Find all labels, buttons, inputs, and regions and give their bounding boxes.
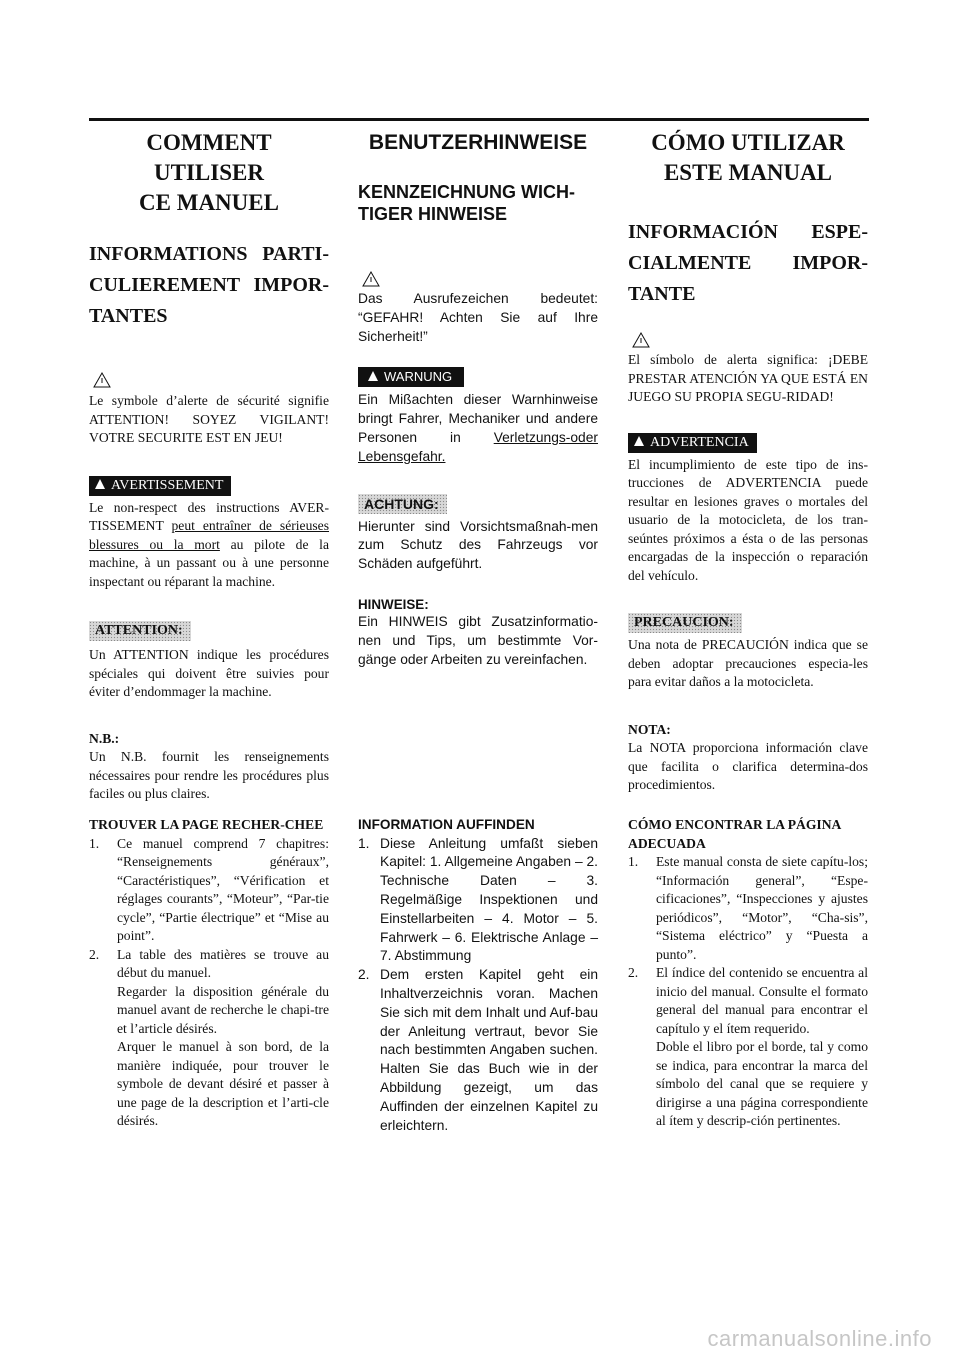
note-label-es: NOTA: bbox=[628, 721, 671, 737]
note-text-fr: Un N.B. fournit les renseignements néces… bbox=[89, 749, 329, 801]
caution-text-de: Hierunter sind Vorsichtsmaßnah-men zum S… bbox=[358, 518, 598, 572]
page-title-de: BENUTZERHINWEISE bbox=[368, 131, 588, 154]
find-list-fr: 1.Ce manuel comprend 7 chapitres: “Rense… bbox=[89, 835, 329, 1131]
list-item: 2.El índice del contenido se encuentra a… bbox=[628, 965, 868, 1128]
warning-badge-fr: AVERTISSEMENT bbox=[89, 475, 232, 496]
caution-badge-es: PRECAUCION: bbox=[628, 613, 742, 633]
warning-mark-icon bbox=[95, 478, 105, 489]
note-label-fr: N.B.: bbox=[89, 730, 120, 746]
find-section-de: INFORMATION AUFFINDEN 1.Diese Anleitung … bbox=[358, 816, 598, 1135]
caution-text-fr: Un ATTENTION indique les procédures spéc… bbox=[89, 647, 329, 699]
section-heading-es: INFORMACIÓN ESPE- CIALMENTE IMPOR- TANTE bbox=[628, 221, 868, 305]
find-heading-es: CÓMO ENCONTRAR LA PÁGINA ADECUADA bbox=[628, 817, 841, 851]
list-item: 1.Este manual consta de siete capítu-los… bbox=[628, 854, 868, 962]
list-item: 2.La table des matières se trouve au déb… bbox=[89, 946, 329, 1129]
find-section-es: CÓMO ENCONTRAR LA PÁGINA ADECUADA 1.Este… bbox=[628, 816, 868, 1131]
find-heading-de: INFORMATION AUFFINDEN bbox=[358, 817, 535, 832]
note-text-es: La NOTA proporciona información clave qu… bbox=[628, 740, 868, 792]
warning-text-es: El incumplimiento de este tipo de ins-tr… bbox=[628, 456, 868, 583]
warning-badge-de: WARNUNG bbox=[358, 367, 465, 388]
warning-text-fr: Le non-respect des instructions AVER-TIS… bbox=[89, 499, 330, 589]
list-item: 2.Dem ersten Kapitel geht ein Inhaltverz… bbox=[358, 967, 598, 1133]
find-section-fr: TROUVER LA PAGE RECHER-CHEE 1.Ce manuel … bbox=[89, 816, 329, 1131]
find-heading-fr: TROUVER LA PAGE RECHER-CHEE bbox=[89, 817, 324, 832]
warning-mark-icon bbox=[368, 371, 378, 382]
warning-triangle-icon bbox=[628, 332, 868, 348]
list-item: 1.Ce manuel comprend 7 chapitres: “Rense… bbox=[89, 835, 329, 944]
warning-mark-icon bbox=[634, 435, 644, 446]
caution-badge-de: ACHTUNG: bbox=[358, 493, 447, 514]
warning-triangle-icon bbox=[89, 372, 329, 388]
note-text-de: Ein HINWEIS gibt Zusatzinformatio-nen un… bbox=[358, 613, 598, 667]
top-rule bbox=[89, 118, 869, 121]
warning-text-de: Ein Mißachten dieser Warnhinweise bringt… bbox=[358, 392, 598, 464]
warning-triangle-icon bbox=[358, 271, 598, 287]
alert-symbol-text-de: Das Ausrufezeichen bedeutet: “GEFAHR! Ac… bbox=[358, 291, 598, 344]
find-list-es: 1.Este manual consta de siete capítu-los… bbox=[628, 853, 868, 1131]
section-heading-fr: INFORMATIONS PARTI- CULIEREMENT IMPOR- T… bbox=[89, 243, 329, 327]
alert-symbol-text-es: El símbolo de alerta significa: ¡DEBE PR… bbox=[628, 352, 868, 404]
alert-symbol-text-fr: Le symbole d’alerte de sécurité signifie… bbox=[89, 393, 329, 445]
list-item: 1.Diese Anleitung umfaßt sieben Kapitel:… bbox=[358, 835, 598, 964]
section-heading-de: KENNZEICHNUNG WICH- TIGER HINWEISE bbox=[358, 182, 575, 224]
find-list-de: 1.Diese Anleitung umfaßt sieben Kapitel:… bbox=[358, 835, 598, 1136]
warning-badge-es: ADVERTENCIA bbox=[628, 432, 757, 453]
caution-text-es: Una nota de PRECAUCIÓN indica que se deb… bbox=[628, 637, 868, 689]
watermark: carmanualsonline.info bbox=[707, 1326, 932, 1351]
column-german: BENUTZERHINWEISE KENNZEICHNUNG WICH- TIG… bbox=[358, 128, 598, 669]
caution-badge-fr: ATTENTION: bbox=[89, 621, 191, 641]
note-label-de: HINWEISE: bbox=[358, 596, 429, 612]
